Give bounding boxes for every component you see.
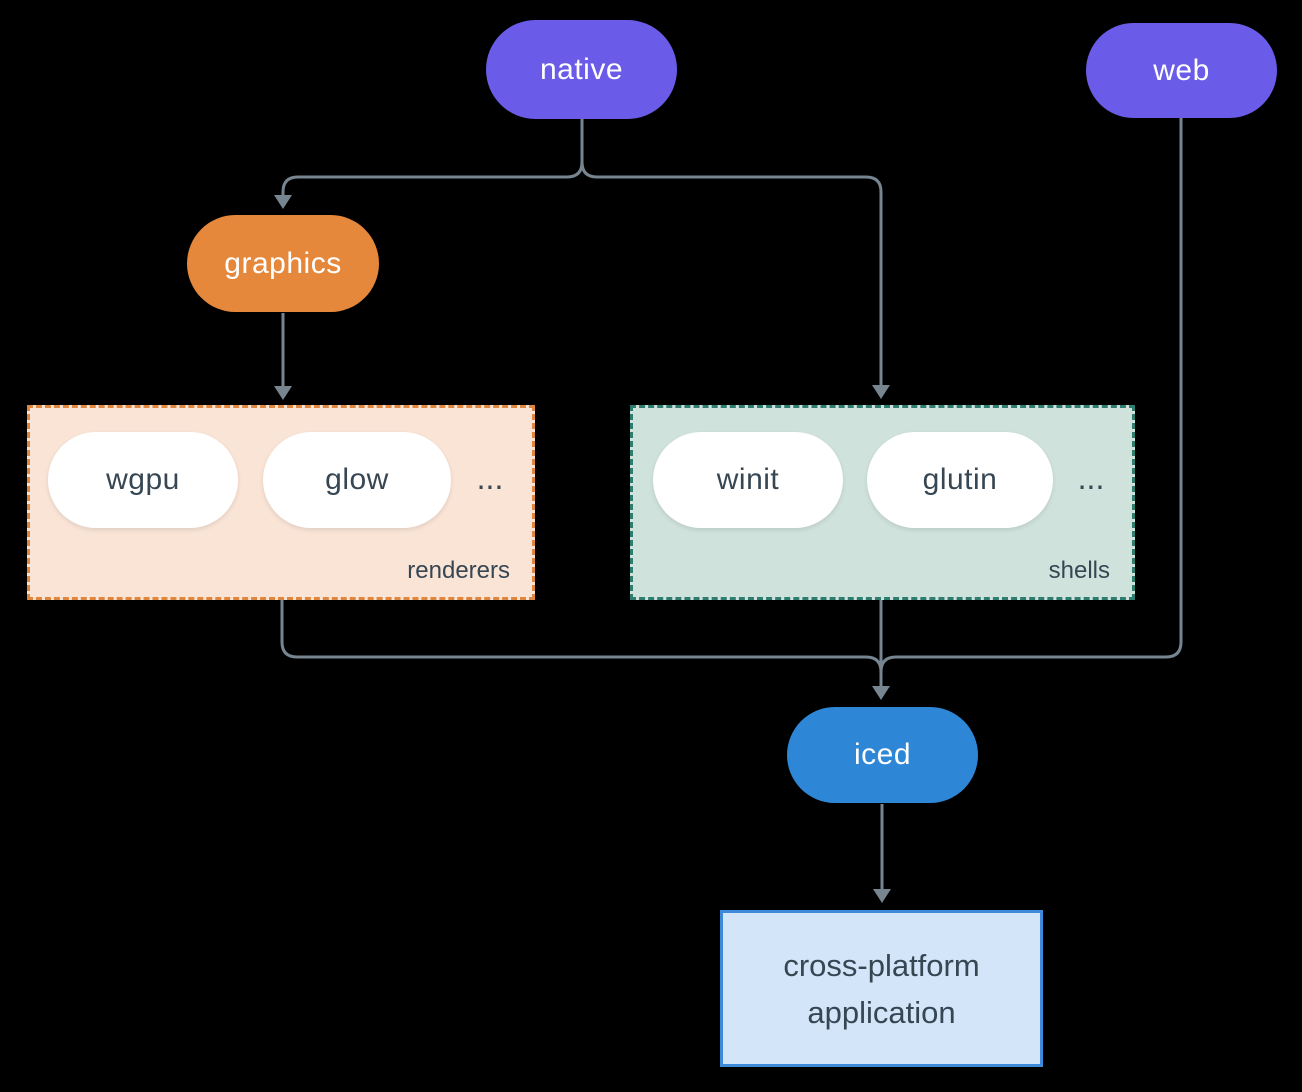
application-label-line1: cross-platform xyxy=(783,947,980,983)
node-glow: glow xyxy=(263,432,451,528)
shells-group-label: shells xyxy=(1048,557,1110,584)
node-graphics: graphics xyxy=(187,215,379,312)
application-label-line2: application xyxy=(807,994,956,1030)
renderers-ellipsis: ... xyxy=(476,460,504,496)
arrowhead-application xyxy=(873,889,891,903)
arrowhead-graphics xyxy=(274,195,292,209)
shells-ellipsis: ... xyxy=(1077,460,1105,496)
edge-web-iced xyxy=(879,118,1183,673)
edge-native-shells xyxy=(580,161,883,386)
arrowhead-shells xyxy=(872,385,890,399)
arrowhead-iced xyxy=(872,686,890,700)
node-glutin: glutin xyxy=(867,432,1053,528)
node-web: web xyxy=(1086,23,1277,118)
arrowhead-renderers xyxy=(274,386,292,400)
node-wgpu: wgpu xyxy=(48,432,238,528)
renderers-group-label: renderers xyxy=(407,557,510,584)
group-renderers: wgpu glow ... renderers xyxy=(27,405,535,600)
node-native: native xyxy=(486,20,677,119)
node-application: cross-platform application xyxy=(720,910,1043,1067)
edge-renderers-iced xyxy=(280,600,883,673)
node-winit: winit xyxy=(653,432,843,528)
node-iced: iced xyxy=(787,707,978,803)
edge-native-graphics xyxy=(281,161,584,196)
group-shells: winit glutin ... shells xyxy=(630,405,1135,600)
